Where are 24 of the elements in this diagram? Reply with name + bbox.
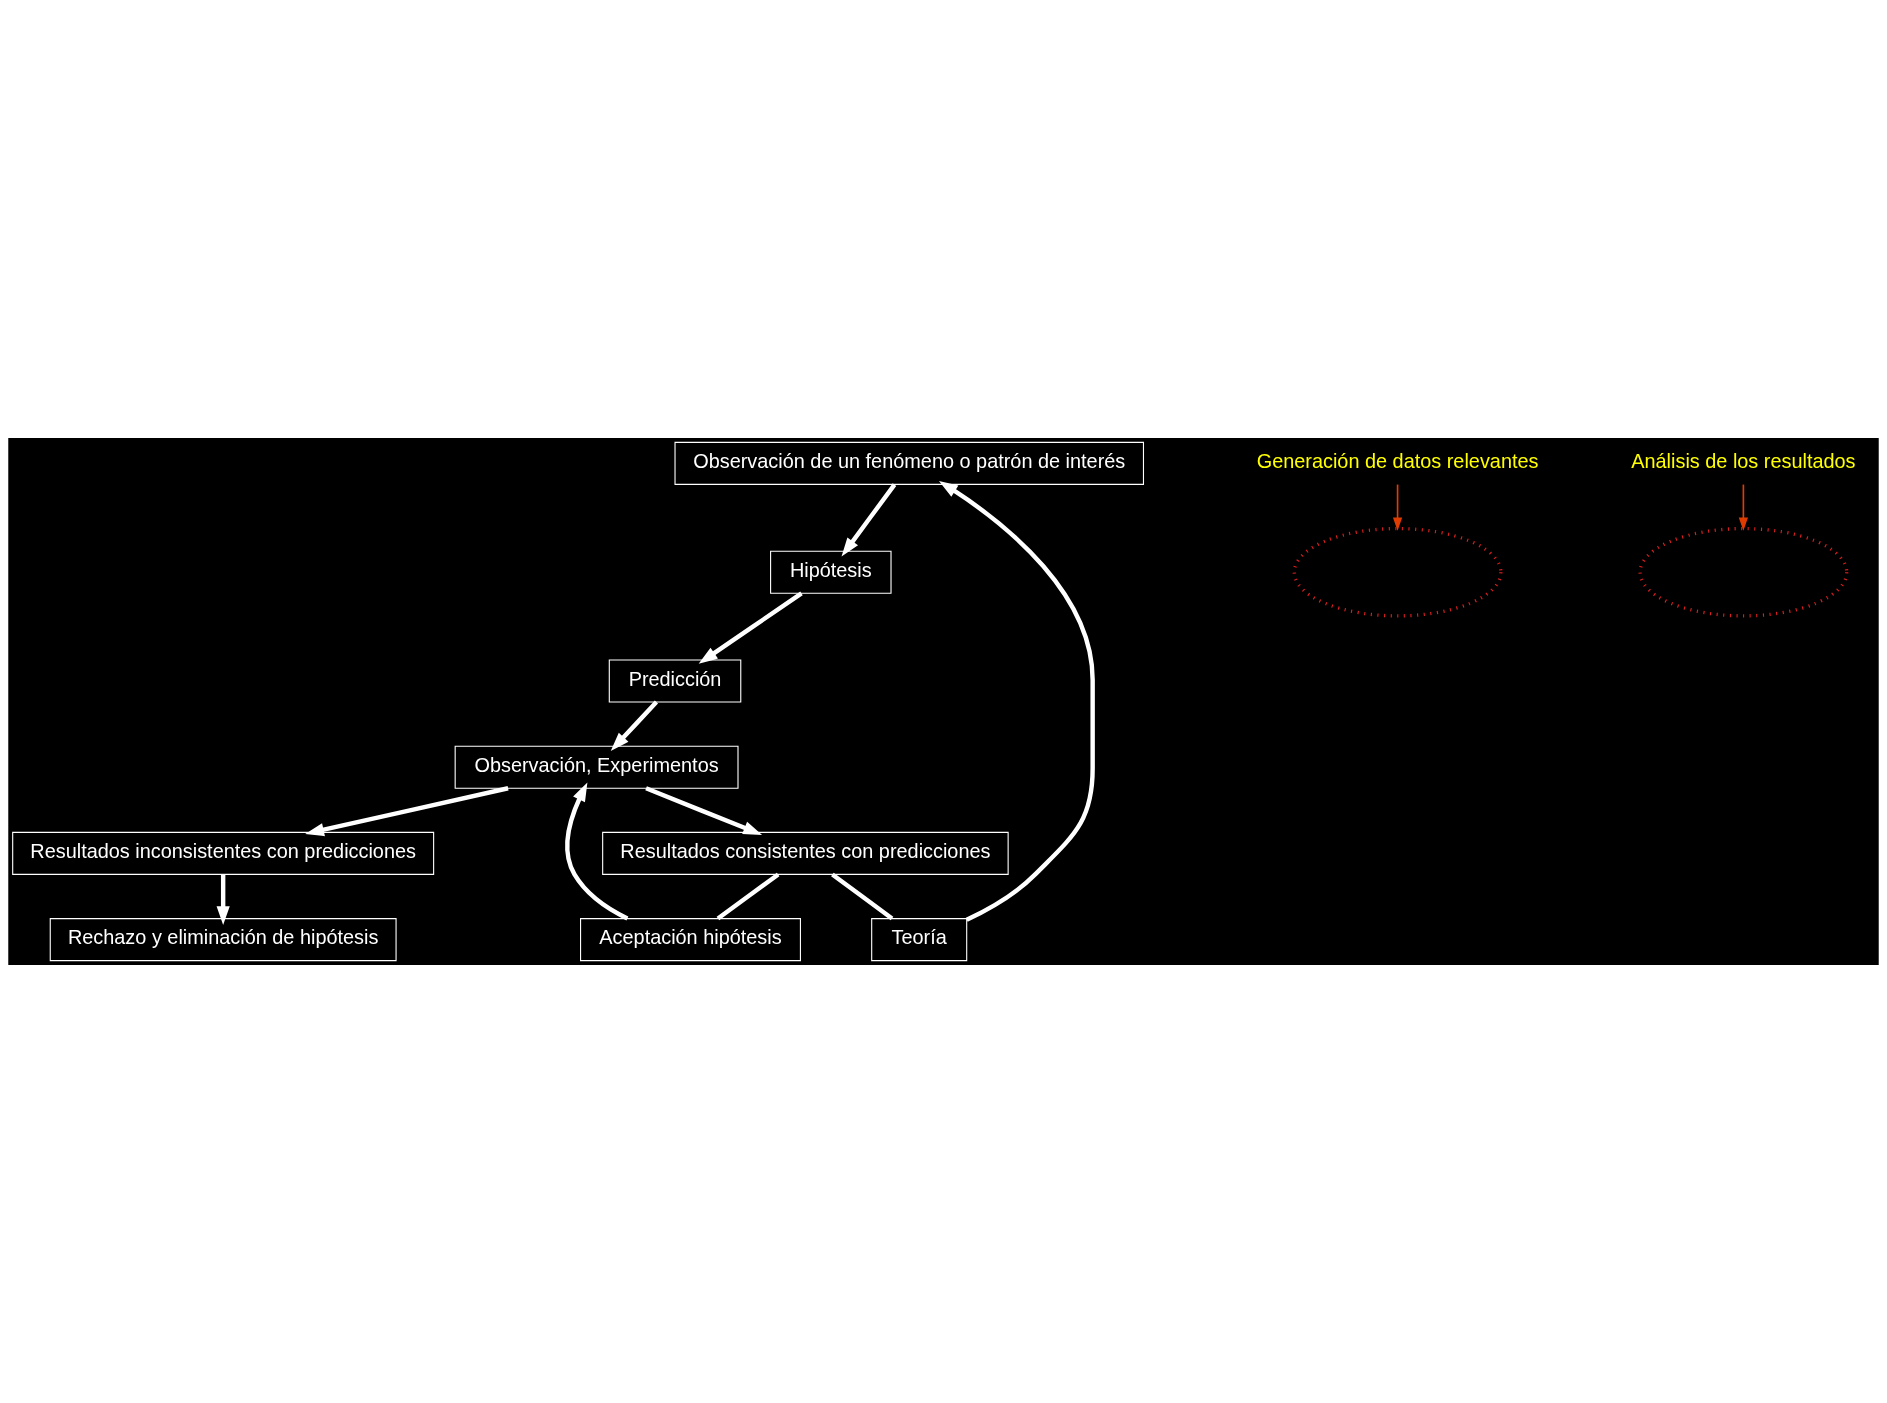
arrow xyxy=(841,483,897,557)
arrow xyxy=(645,786,763,835)
arrow xyxy=(939,481,1095,922)
arrow xyxy=(305,786,509,837)
node-box: Resultados inconsistentes con predicciones xyxy=(12,831,435,875)
node-ellipse xyxy=(1292,526,1503,618)
node-text: Generación de datos relevantes xyxy=(1256,450,1539,473)
connector xyxy=(831,872,894,921)
node-box: Teoría xyxy=(871,918,968,962)
node-box: Hipótesis xyxy=(770,550,892,594)
arrow xyxy=(610,700,659,751)
arrow xyxy=(698,591,803,664)
node-box: Observación, Experimentos xyxy=(454,745,739,789)
connector xyxy=(716,872,780,921)
node-ellipse xyxy=(1638,526,1849,618)
node-box: Observación de un fenómeno o patrón de interés xyxy=(674,441,1144,485)
arrow xyxy=(1392,483,1403,531)
node-box: Resultados consistentes con predicciones xyxy=(602,831,1009,875)
node-box: Rechazo y eliminación de hipótesis xyxy=(49,918,397,962)
node-box: Predicción xyxy=(608,659,742,703)
arrow xyxy=(1738,483,1749,531)
node-box: Aceptación hipótesis xyxy=(580,918,801,962)
arrow xyxy=(216,874,230,926)
node-text: Análisis de los resultados xyxy=(1631,450,1856,473)
